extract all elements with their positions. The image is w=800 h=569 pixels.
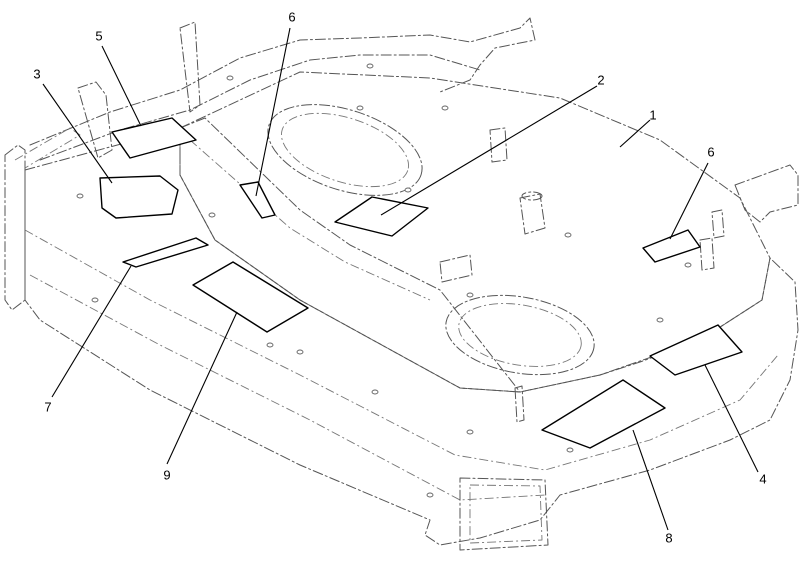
- deck-outline: [4, 17, 799, 551]
- leader-3: [42, 83, 113, 184]
- right-spindle-post: [699, 237, 715, 271]
- deck-outer-skirt: [24, 127, 799, 546]
- rear-spindle: [489, 127, 508, 163]
- deck-bracket: [439, 254, 473, 283]
- callout-1: 1: [649, 107, 656, 122]
- hole: [208, 212, 216, 218]
- decal-6-right-strip: [642, 229, 701, 263]
- decal-4-front-right: [649, 324, 743, 376]
- decal-2-rear-left: [111, 117, 197, 159]
- hole: [564, 232, 572, 238]
- left-spindle-cutout-inner: [281, 112, 409, 188]
- callout-3: 3: [33, 66, 40, 81]
- hole: [426, 492, 434, 498]
- decal-9-left-rect: [192, 261, 309, 333]
- right-spindle-cutout-inner: [458, 303, 582, 367]
- hole: [566, 447, 574, 453]
- leader-9: [166, 311, 238, 465]
- hole: [91, 297, 99, 303]
- callout-numbers: 1 2 3 4 5 6 6 7 8 9: [33, 9, 766, 545]
- leader-lines: [42, 27, 759, 531]
- hole: [684, 262, 692, 268]
- decal-8-front-center: [541, 379, 666, 449]
- hole: [466, 429, 474, 435]
- callout-6-left: 6: [288, 9, 295, 24]
- front-bumper-inner: [469, 484, 543, 544]
- leader-2: [380, 85, 598, 216]
- rear-frame-rail: [29, 17, 536, 146]
- leader-7: [51, 265, 132, 398]
- decal-7-left-strip: [122, 237, 209, 268]
- decal-6-ridge-tab: [239, 181, 276, 219]
- decal-3-left-pentagon: [99, 175, 179, 219]
- leader-6a: [255, 27, 291, 197]
- leader-6b: [669, 162, 709, 240]
- leader-4: [704, 364, 759, 473]
- center-spindle: [519, 193, 546, 235]
- center-spindle-top: [521, 191, 543, 201]
- hole: [466, 292, 474, 298]
- right-spindle-post-2: [711, 209, 725, 239]
- right-hitch-bracket: [734, 164, 799, 223]
- left-hitch-arm: [14, 127, 81, 169]
- rear-left-bracket: [179, 21, 201, 113]
- right-spindle-cutout: [445, 294, 595, 376]
- decals: [99, 117, 743, 449]
- leader-1: [619, 119, 651, 148]
- hole: [226, 75, 234, 81]
- leader-8: [632, 429, 669, 531]
- callout-9: 9: [163, 467, 170, 482]
- hole: [404, 187, 412, 193]
- hole: [356, 105, 364, 111]
- hole: [296, 349, 304, 355]
- hole: [366, 63, 374, 69]
- rear-left-bracket-2: [77, 81, 113, 159]
- leader-5: [101, 45, 142, 127]
- deck-center-ridge: [179, 117, 521, 393]
- front-bumper: [459, 477, 549, 551]
- right-deck-post: [514, 385, 525, 423]
- hole: [76, 193, 84, 199]
- callout-8: 8: [665, 530, 672, 545]
- hole: [371, 389, 379, 395]
- left-side-bracket: [4, 144, 26, 311]
- hole: [266, 342, 274, 348]
- callout-6-right: 6: [707, 144, 714, 159]
- rear-frame-rail-lower: [39, 54, 481, 161]
- left-spindle-cutout: [267, 104, 423, 196]
- callout-7: 7: [44, 399, 51, 414]
- decal-1-deck-main: [334, 196, 429, 237]
- deck-skirt-bottom: [29, 274, 546, 501]
- callout-2: 2: [597, 72, 604, 87]
- deck-skirt-inner: [24, 229, 779, 471]
- hole: [441, 105, 449, 111]
- deck-center-ridge-2: [189, 139, 431, 301]
- hole: [656, 317, 664, 323]
- callout-4: 4: [759, 471, 766, 486]
- callout-5: 5: [95, 28, 102, 43]
